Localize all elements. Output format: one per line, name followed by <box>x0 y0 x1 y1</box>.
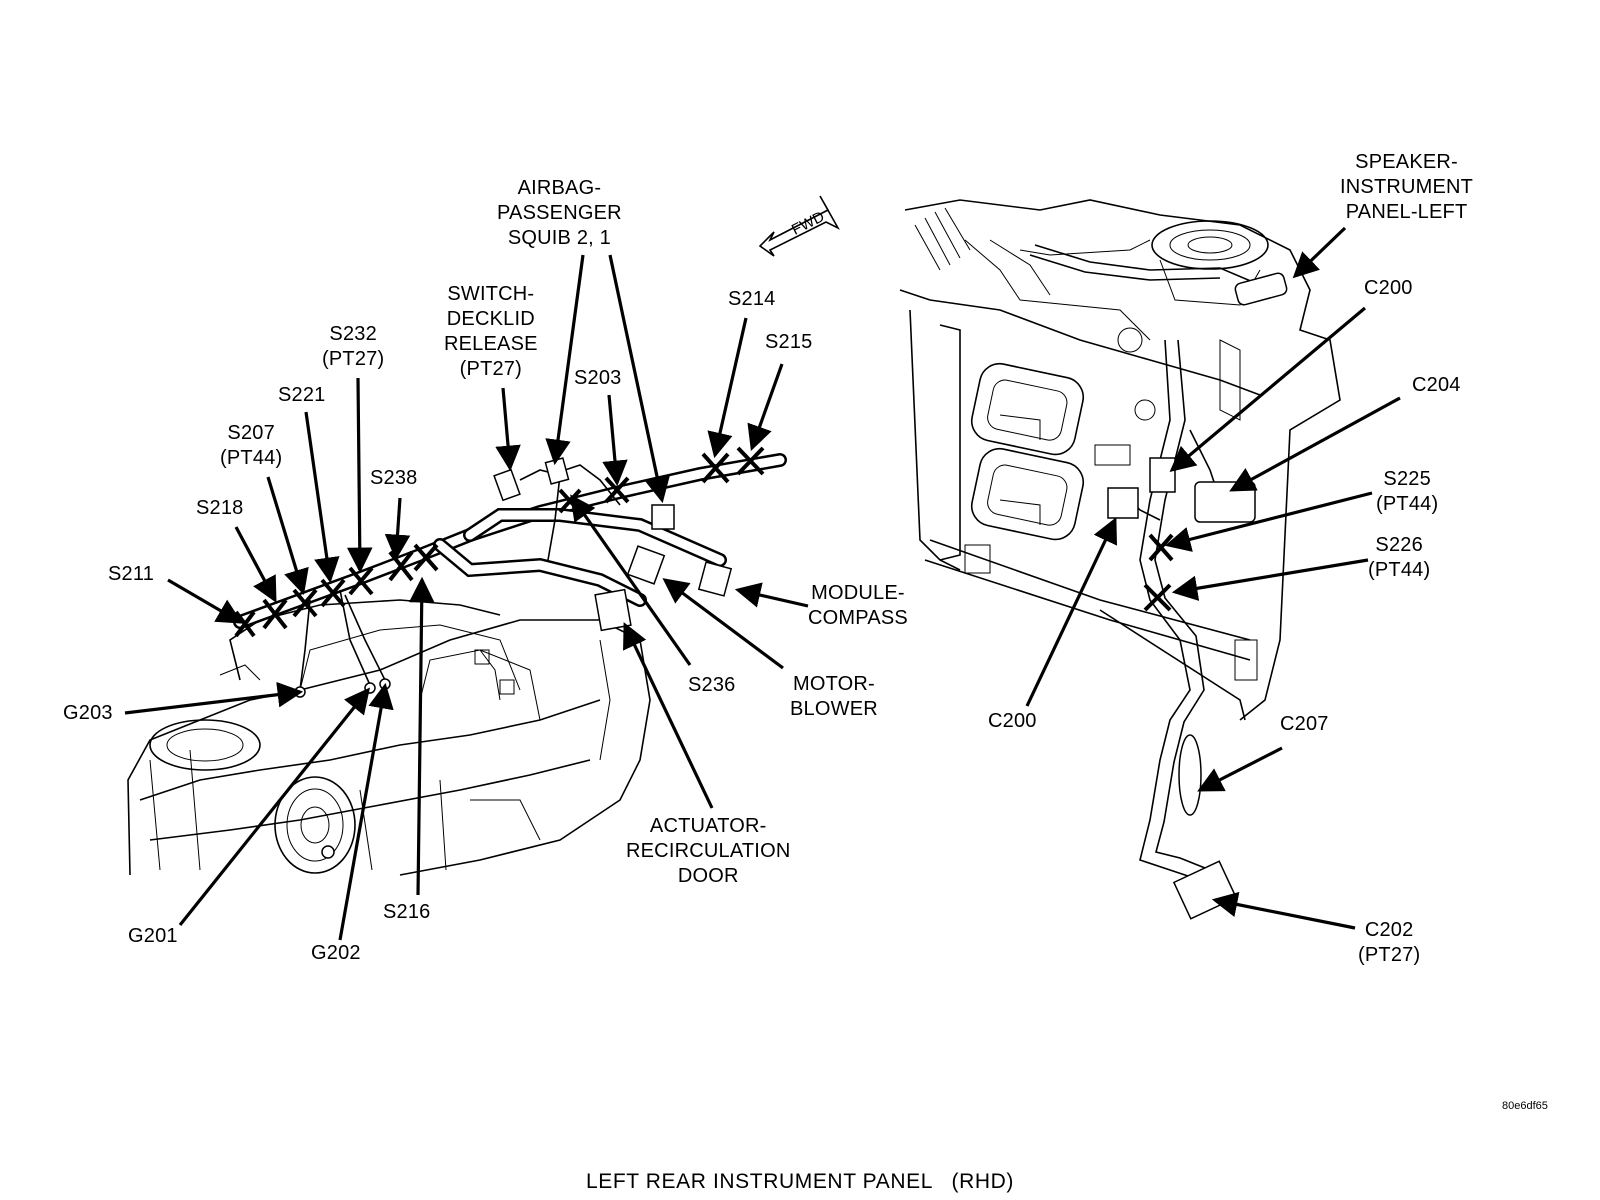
label-c207: C207 <box>1280 713 1329 735</box>
label-c202: C202(PT27) <box>1358 919 1421 966</box>
label-g201: G201 <box>128 925 178 947</box>
label-s232: S232(PT27) <box>322 323 385 370</box>
left-instrument-panel-drawing <box>127 599 651 876</box>
fwd-arrow: FWD <box>758 195 840 257</box>
image-code: 80e6df65 <box>1502 1100 1548 1112</box>
label-s238: S238 <box>370 467 418 489</box>
label-s207: S207(PT44) <box>220 422 283 469</box>
diagram-caption: LEFT REAR INSTRUMENT PANEL (RHD) <box>585 1170 1014 1193</box>
label-c204: C204 <box>1412 374 1461 396</box>
label-s216: S216 <box>383 901 431 923</box>
label-s226: S226(PT44) <box>1368 534 1431 581</box>
label-g202: G202 <box>311 942 361 964</box>
label-c200-bottom: C200 <box>988 710 1037 732</box>
label-g203: G203 <box>63 702 113 724</box>
right-wiring-harness <box>1029 244 1288 920</box>
label-s221: S221 <box>278 384 326 406</box>
label-s236: S236 <box>688 674 736 696</box>
left-wiring-harness <box>233 446 787 698</box>
label-motor-blower: MOTOR-BLOWER <box>790 673 878 720</box>
label-module-compass: MODULE-COMPASS <box>808 582 908 629</box>
leader-arrows <box>124 226 1401 941</box>
label-c200-top: C200 <box>1364 277 1413 299</box>
label-s218: S218 <box>196 497 244 519</box>
label-s225: S225(PT44) <box>1376 468 1439 515</box>
label-s211: S211 <box>108 563 155 585</box>
label-s203: S203 <box>574 367 622 389</box>
label-s214: S214 <box>728 288 776 310</box>
fwd-text: FWD <box>789 208 827 239</box>
right-instrument-panel-drawing <box>899 199 1341 721</box>
label-s215: S215 <box>765 331 813 353</box>
